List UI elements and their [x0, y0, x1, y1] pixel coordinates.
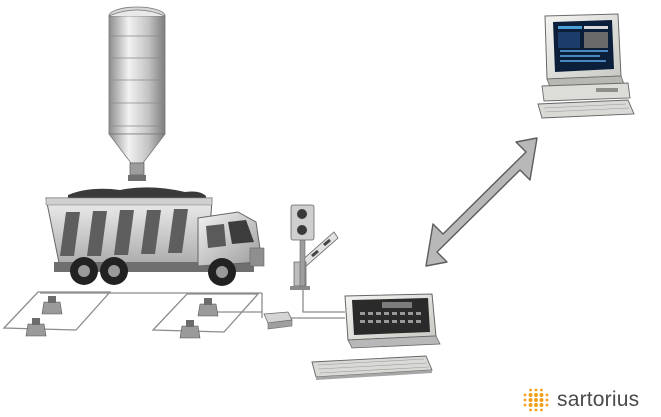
- logo-dot: [529, 388, 532, 392]
- logo-dot: [529, 408, 532, 412]
- brand-name: sartorius: [557, 388, 640, 411]
- logo-dot: [545, 393, 549, 397]
- traffic-light-icon: [290, 204, 315, 287]
- brand-logo: sartorius: [521, 387, 639, 413]
- logo-dot: [539, 393, 544, 397]
- bidirectional-arrow-icon: [425, 137, 538, 267]
- logo-dot: [528, 398, 533, 402]
- logo-dot: [534, 408, 538, 412]
- logo-dot: [534, 403, 538, 407]
- keyboard-icon: [311, 355, 433, 380]
- logo-dot: [540, 408, 543, 412]
- dump-truck-icon: [45, 187, 265, 286]
- junction-box-icon: [263, 311, 293, 330]
- weighing-terminal-icon: [344, 293, 441, 349]
- logo-dot: [523, 393, 527, 397]
- logo-dot: [534, 398, 538, 402]
- cable-network: [2, 284, 345, 333]
- logo-dot: [534, 393, 538, 397]
- load-cell-icon: [25, 296, 219, 339]
- desktop-computer-icon: [537, 13, 635, 119]
- logo-dot: [540, 388, 543, 392]
- sartorius-logo-icon: [523, 388, 549, 412]
- logo-dot: [523, 403, 527, 407]
- monitor-screen: [553, 20, 614, 72]
- logo-dot: [523, 398, 527, 402]
- truck-wheels: [70, 257, 236, 286]
- logo-dot: [539, 398, 544, 402]
- barrier-gate-icon: [290, 231, 339, 290]
- logo-dot: [528, 403, 533, 407]
- logo-dot: [545, 403, 549, 407]
- logo-dot: [534, 388, 538, 392]
- logo-dot: [539, 403, 544, 407]
- logo-dot: [545, 398, 549, 402]
- silo-icon: [108, 6, 166, 181]
- logo-dot: [528, 393, 533, 397]
